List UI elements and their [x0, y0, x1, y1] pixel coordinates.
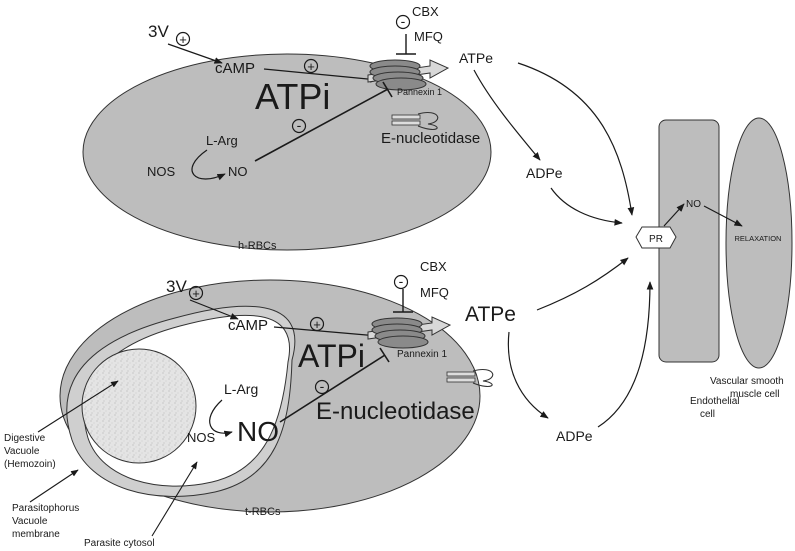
bottom-no-label: NO [237, 416, 279, 447]
vacuole-pointer-arrow [37, 380, 119, 433]
bottom-nos-curve-arrow [209, 399, 233, 438]
membrane-label-line2: Vacuole [12, 516, 48, 527]
bottom-pannexin-channel-icon [367, 316, 452, 349]
bottom-no-inhibition-line [279, 354, 386, 423]
top-adpe-label: ADPe [526, 165, 563, 181]
top-atpe-to-adpe-arrow [473, 69, 541, 161]
bottom-nucleotidase-label: E-nucleotidase [316, 398, 475, 425]
bottom-camp-label: cAMP [228, 317, 268, 334]
membrane-label-line3: membrane [12, 529, 60, 540]
smooth-muscle-label-line1: Vascular smooth [710, 376, 784, 387]
top-nos-curve-arrow [191, 149, 226, 181]
svg-text:+: + [307, 59, 315, 74]
cytosol-label: Parasite cytosol [84, 538, 155, 549]
bottom-atpe-label: ATPe [465, 303, 516, 326]
top-nos-minus-icon: - [291, 117, 307, 134]
vacuole-label-line2: Vacuole [4, 446, 40, 457]
membrane-label-line1: Parasitophorus [12, 503, 79, 514]
receptor-label: PR [649, 234, 663, 245]
svg-text:+: + [313, 317, 321, 332]
bottom-mfq-label: MFQ [420, 285, 449, 300]
top-inhibitor-minus-icon: - [395, 13, 411, 30]
top-camp-plus-icon: + [303, 58, 319, 74]
bottom-camp-arrow [273, 326, 379, 339]
top-mfq-label: MFQ [414, 29, 443, 44]
top-stimulus-label: 3V [148, 22, 169, 41]
bottom-cell-group: 3V + cAMP + ATPi Pannexin 1 CBX - [4, 257, 654, 549]
bottom-nos-minus-icon: - [314, 378, 330, 395]
top-adpe-to-pr-arrow [550, 187, 623, 226]
smooth-muscle-label-line2: muscle cell [730, 389, 779, 400]
membrane-pointer-arrow [29, 469, 79, 503]
bottom-cbx-label: CBX [420, 259, 447, 274]
svg-text:+: + [179, 32, 187, 47]
svg-text:+: + [192, 286, 200, 301]
endothelial-label-line1: Endothelial [690, 396, 739, 407]
top-no-inhibition-bar [382, 81, 393, 98]
bottom-stimulus-label: 3V [166, 277, 187, 296]
top-camp-arrow [263, 68, 379, 83]
top-cell-group: 3V + cAMP + ATPi Pannexin 1 CBX - [82, 4, 635, 252]
top-stimulus-plus-icon: + [175, 31, 191, 47]
bottom-inhibitor-minus-icon: - [393, 273, 409, 290]
no-to-relaxation-arrow [703, 205, 743, 227]
top-pannexin-channel-icon [367, 59, 450, 91]
bottom-atpi-label: ATPi [298, 338, 365, 374]
top-camp-label: cAMP [215, 60, 255, 77]
smooth-muscle-cell [725, 117, 793, 369]
bottom-camp-plus-icon: + [309, 316, 325, 332]
vessel-no-label: NO [686, 199, 701, 210]
bottom-inhibition-line [393, 289, 413, 313]
bottom-pannexin-label: Pannexin 1 [397, 349, 447, 360]
top-nucleotidase-label: E-nucleotidase [381, 130, 480, 147]
svg-text:-: - [320, 378, 325, 394]
svg-text:-: - [297, 117, 302, 133]
top-atpe-label: ATPe [459, 50, 493, 66]
vacuole-label-line3: (Hemozoin) [4, 459, 56, 470]
top-cell-label: h-RBCs [238, 240, 277, 252]
bottom-digestive-vacuole [81, 348, 197, 464]
bottom-adpe-label: ADPe [556, 428, 593, 444]
top-atpi-label: ATPi [255, 76, 330, 117]
top-rbc-body [82, 53, 492, 251]
top-pannexin-label: Pannexin 1 [397, 87, 442, 97]
bottom-nucleotidase-icon [446, 369, 494, 387]
relaxation-label: RELAXATION [735, 234, 782, 243]
bottom-nos-label: NOS [187, 430, 216, 445]
top-stimulus-arrow [167, 43, 223, 64]
top-atpe-to-pr-arrow [517, 62, 635, 216]
bottom-stimulus-plus-icon: + [188, 285, 204, 301]
endothelial-label-line2: cell [700, 409, 715, 420]
top-no-inhibition-line [254, 88, 389, 162]
bottom-adpe-to-pr-arrow [597, 281, 654, 428]
top-nucleotidase-icon [391, 112, 439, 130]
top-inhibition-line [396, 34, 416, 55]
top-nos-label: NOS [147, 164, 176, 179]
cytosol-pointer-arrow [151, 461, 198, 537]
vacuole-label-line1: Digestive [4, 433, 46, 444]
bottom-stimulus-arrow [189, 299, 239, 320]
bottom-larg-label: L-Arg [224, 381, 258, 397]
top-no-label: NO [228, 164, 248, 179]
vessel-group: PR NO RELAXATION Endothelial cell Vascul… [635, 117, 793, 420]
purinergic-receptor-icon [635, 226, 677, 249]
bottom-atpe-to-pr-arrow [536, 257, 629, 311]
bottom-cell-label: t-RBCs [245, 506, 281, 518]
top-larg-label: L-Arg [206, 133, 238, 148]
top-cbx-label: CBX [412, 4, 439, 19]
bottom-no-inhibition-bar [379, 347, 390, 363]
svg-text:-: - [399, 273, 404, 289]
bottom-atpe-to-adpe-arrow [507, 331, 549, 419]
receptor-to-no-arrow [663, 203, 685, 227]
svg-text:-: - [401, 13, 406, 29]
